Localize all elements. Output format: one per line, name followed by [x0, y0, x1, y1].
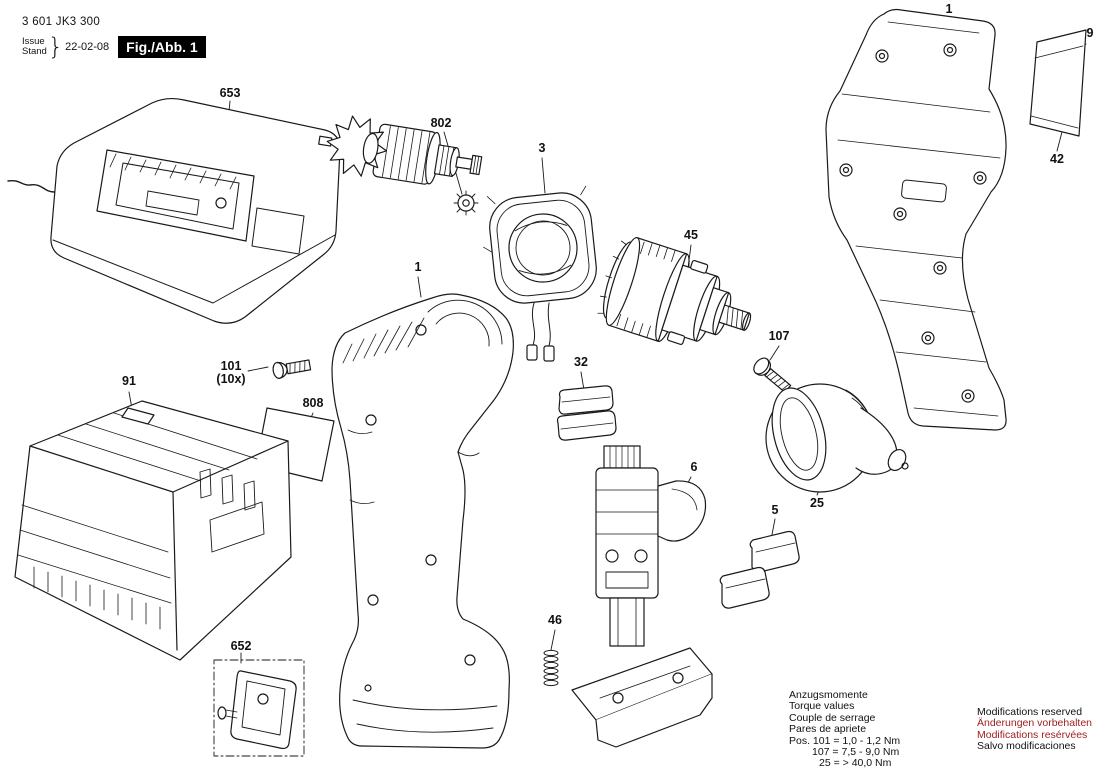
callout-1-housing-right: 1 — [945, 2, 953, 16]
callout-91-battery: 91 — [122, 374, 136, 388]
document-number: 3 601 JK3 300 — [22, 16, 101, 28]
stand-label: Stand — [22, 46, 47, 57]
spring-drawing — [543, 649, 559, 687]
torque-note: Anzugsmomente Torque values Couple de se… — [789, 689, 901, 770]
belt-clip-drawing — [213, 659, 305, 757]
torque-title-es: Pares de apriete — [789, 723, 867, 736]
pinion-gear-drawing — [453, 190, 479, 216]
torque-title-fr: Couple de serrage — [789, 711, 876, 724]
brace-glyph: } — [47, 33, 64, 61]
housing-right-drawing — [825, 8, 1007, 431]
torque-title-en: Torque values — [789, 700, 855, 713]
figure-label: Fig./Abb. 1 — [118, 36, 206, 58]
sticker-drawing — [1029, 29, 1087, 137]
issue-row: Issue Stand } 22-02-08 Fig./Abb. 1 — [22, 33, 206, 61]
callout-802-armature: 802 — [430, 116, 452, 130]
callout-45-gearbox: 45 — [684, 228, 698, 242]
modifications-line-es: Salvo modificaciones — [977, 740, 1076, 753]
callout-107-screw: 107 — [768, 329, 790, 343]
callout-5-clip-pair: 5 — [771, 503, 779, 517]
callout-9-sticker: 9 — [1086, 26, 1094, 40]
clip-pair-drawing — [719, 530, 800, 609]
screw-101-drawing — [272, 359, 312, 379]
charger-drawing — [7, 97, 341, 324]
housing-main-drawing — [331, 293, 514, 749]
modifications-line-de: Änderungen vorbehalten — [977, 717, 1093, 730]
battery-drawing — [14, 400, 292, 661]
torque-title-de: Anzugsmomente — [789, 689, 868, 701]
callout-101-screw: 101 (10x) — [216, 360, 245, 386]
callout-652-belt-clip: 652 — [230, 639, 252, 653]
armature-drawing — [318, 115, 483, 185]
issue-label: Issue — [22, 36, 45, 47]
issue-stand-labels: Issue Stand — [22, 37, 47, 57]
brush-plate-drawing — [556, 385, 617, 441]
torque-entry-107: 107 = 7,5 - 9,0 Nm — [812, 746, 900, 759]
issue-date: 22-02-08 — [65, 41, 110, 53]
modifications-line-fr: Modifications resérvées — [977, 728, 1088, 741]
modifications-line-en: Modifications reserved — [977, 706, 1083, 718]
callout-808-nameplate: 808 — [302, 396, 324, 410]
callout-46-spring: 46 — [548, 613, 562, 627]
callout-42-label-strip: 42 — [1050, 152, 1064, 166]
title-block: 3 601 JK3 300 Issue Stand } 22-02-08 Fig… — [22, 16, 206, 61]
switch-drawing — [571, 445, 713, 748]
torque-entry-101: Pos. 101 = 1,0 - 1,2 Nm — [789, 734, 901, 747]
callout-653-charger: 653 — [219, 86, 241, 100]
screw-107-drawing — [753, 357, 792, 393]
callout-25-chuck: 25 — [810, 496, 824, 510]
callout-101-number: 101 — [220, 359, 242, 373]
callout-101-qty: (10x) — [216, 372, 246, 386]
modifications-note: Modifications reserved Änderungen vorbeh… — [977, 706, 1093, 753]
callout-6-switch: 6 — [690, 460, 698, 474]
callout-32-brush-plate: 32 — [574, 355, 588, 369]
callout-3-stator: 3 — [538, 141, 546, 155]
torque-entry-25: 25 = > 40,0 Nm — [819, 757, 892, 770]
callout-1-housing-main: 1 — [414, 260, 422, 274]
stator-drawing — [483, 185, 597, 362]
chuck-drawing — [765, 383, 909, 493]
gearbox-drawing — [597, 237, 752, 345]
